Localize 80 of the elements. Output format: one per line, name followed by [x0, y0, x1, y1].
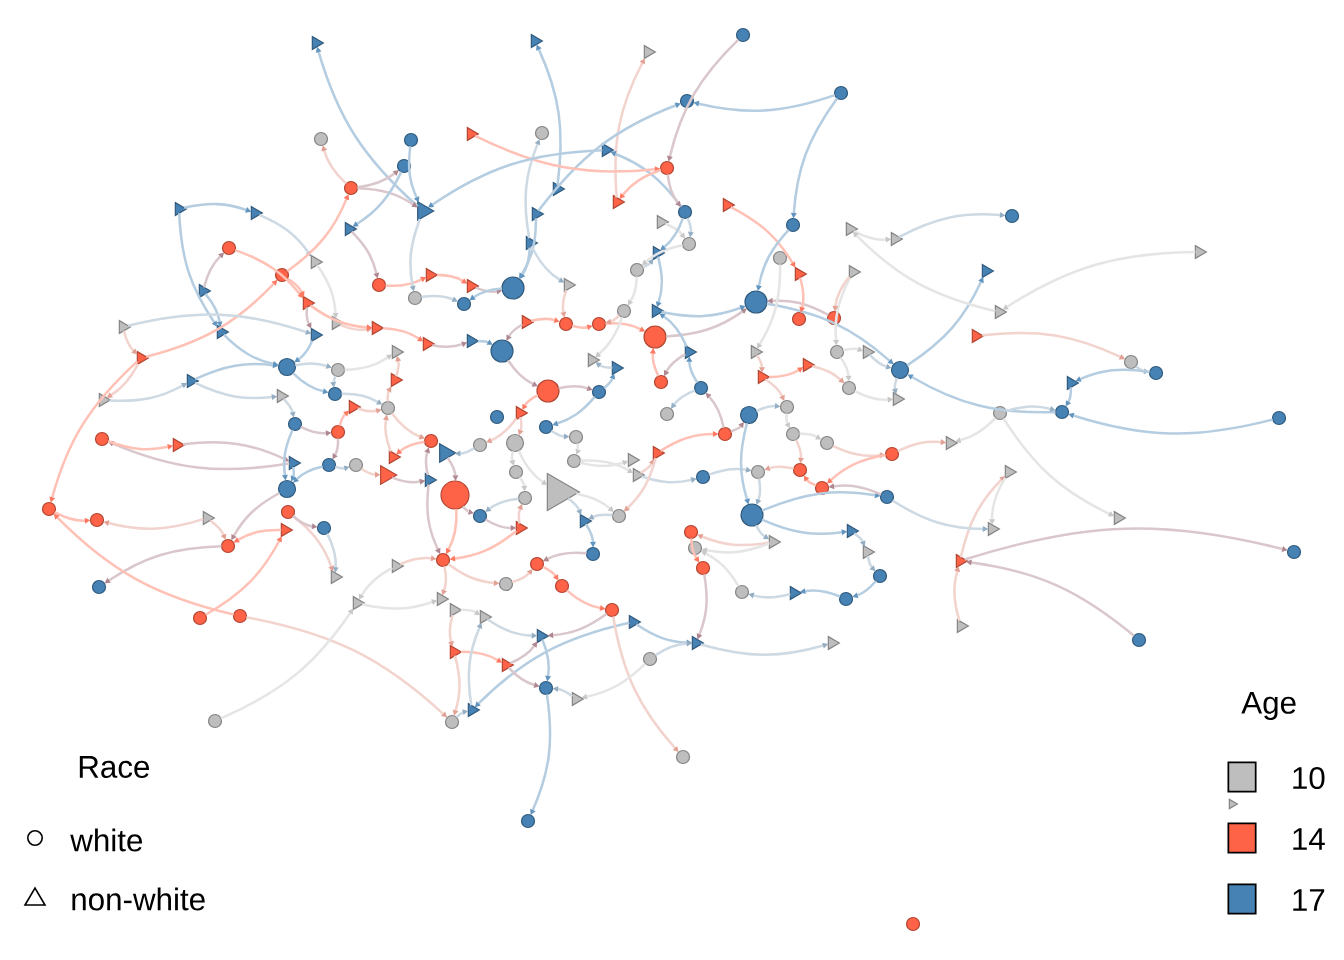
- arrow: [485, 497, 519, 512]
- arrow: [357, 186, 418, 208]
- legend-label: 14: [1293, 828, 1325, 850]
- arrow: [509, 641, 538, 665]
- arrow: [506, 359, 538, 387]
- circle-node: [277, 357, 297, 377]
- arrow: [522, 394, 539, 410]
- arrow: [286, 194, 350, 273]
- arrow: [295, 362, 332, 369]
- circle-node: [440, 480, 470, 510]
- arrow: [614, 58, 645, 198]
- arrow: [907, 374, 1056, 414]
- arrow: [205, 536, 282, 616]
- arrow: [452, 655, 461, 716]
- arrow: [428, 148, 603, 208]
- arrow: [659, 313, 688, 347]
- arrow: [966, 559, 1135, 637]
- arrow: [506, 323, 523, 341]
- arrow: [511, 569, 533, 584]
- arrow: [665, 308, 747, 338]
- arrow: [326, 533, 339, 573]
- arrow: [639, 459, 655, 474]
- arrow: [396, 440, 425, 455]
- arrow: [486, 417, 518, 444]
- arrow: [294, 340, 314, 363]
- legend-title: Age: [1241, 692, 1296, 721]
- arrow: [595, 316, 624, 358]
- arrow: [477, 339, 493, 345]
- arrow: [509, 451, 515, 466]
- arrow: [576, 492, 614, 512]
- arrow: [852, 580, 877, 599]
- arrow: [764, 378, 785, 401]
- arrow: [357, 170, 399, 189]
- arrow: [537, 102, 681, 212]
- legend-label: 10: [1293, 766, 1325, 790]
- arrow: [209, 519, 227, 540]
- circle-node: [505, 433, 525, 453]
- arrow: [567, 497, 582, 515]
- arrow: [730, 422, 744, 433]
- arrow: [649, 348, 660, 377]
- legend-label: non-white: [72, 887, 205, 911]
- legend-label: white: [70, 828, 142, 852]
- arrow: [803, 475, 817, 487]
- arrow: [666, 174, 681, 207]
- arrow: [390, 412, 425, 440]
- arrow: [530, 317, 560, 323]
- circle-node: [277, 479, 297, 499]
- arrow: [524, 139, 541, 239]
- circle-node: [643, 325, 667, 349]
- arrow: [955, 416, 997, 444]
- legend-title: Race: [79, 756, 149, 778]
- arrow: [461, 505, 474, 515]
- arrow: [519, 218, 538, 279]
- arrow: [660, 217, 685, 251]
- arrow: [953, 566, 961, 622]
- arrow: [258, 213, 312, 257]
- circle-node: [740, 503, 764, 527]
- arrow: [766, 302, 894, 365]
- arrow: [448, 614, 454, 647]
- circle-node: [744, 290, 768, 314]
- arrow: [446, 456, 459, 481]
- arrow: [177, 213, 218, 327]
- circle-node: [536, 379, 560, 403]
- arrow: [730, 205, 796, 268]
- arrow: [530, 694, 552, 815]
- arrow: [595, 362, 613, 370]
- arrow: [575, 443, 582, 455]
- arrow: [220, 608, 354, 720]
- circle-node: [890, 360, 910, 380]
- arrow: [690, 538, 700, 563]
- arrow: [764, 465, 794, 471]
- arrow: [755, 478, 762, 505]
- circle-node: [501, 276, 525, 300]
- legend-label: 17: [1293, 889, 1325, 911]
- arrow: [588, 513, 613, 520]
- circle-node: [490, 339, 514, 363]
- circle-node: [739, 405, 759, 425]
- arrow: [358, 566, 393, 600]
- arrow: [469, 287, 503, 301]
- arrow: [293, 465, 323, 483]
